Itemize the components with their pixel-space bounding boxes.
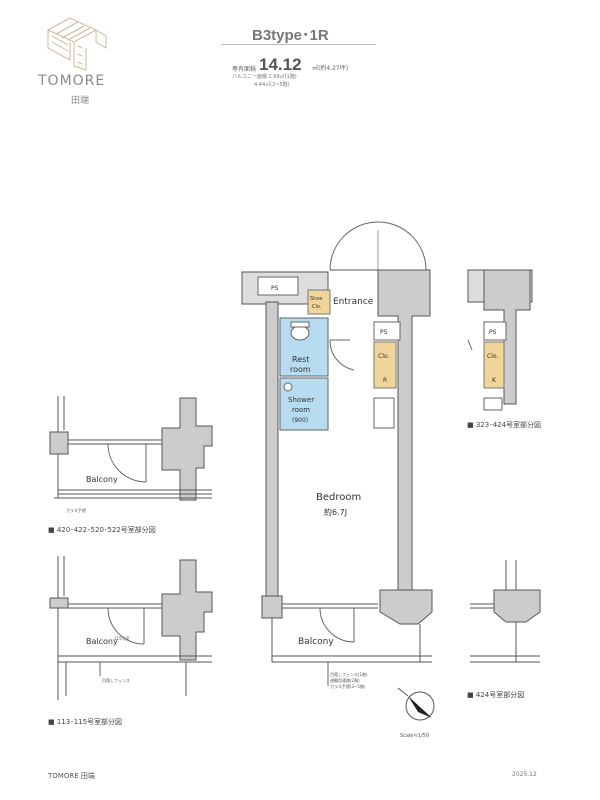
area-unit: ㎡(約4.27坪) — [312, 65, 349, 72]
balcony-area: バルコニー面積 2.99㎡(1階) 4.44㎡(2~5階) — [232, 73, 297, 89]
caption-a: ■ 420･422･520･522号室部分図 — [48, 526, 156, 534]
note-b3: ガラス手摺(3~5階) — [330, 683, 366, 689]
bedroom-label: Bedroom — [316, 492, 361, 503]
r-label: R — [383, 377, 387, 384]
caption-d: ■ 424号室部分図 — [467, 691, 525, 699]
right-wall — [377, 269, 431, 601]
area-label: 専有面積 — [232, 66, 257, 73]
left-wall — [265, 301, 279, 601]
restroom-label-1: Rest — [292, 355, 309, 364]
shoe-label-2: Clo. — [312, 304, 322, 310]
balcony-area-line-1: バルコニー面積 2.99㎡(1階) — [232, 74, 297, 80]
closet — [373, 341, 397, 389]
area-value: 14.12 — [259, 55, 302, 74]
brand-name: TOMORE — [38, 73, 106, 89]
k-label-c: K — [492, 377, 497, 384]
shoe-label-1: Shoe — [310, 296, 322, 302]
note-a: ガラス手摺 — [66, 507, 86, 513]
note-b1: 目隠しフェンス(1階) — [330, 671, 368, 677]
footer-date: 2025.12 — [512, 771, 537, 778]
partial-plan-d — [470, 560, 541, 663]
caption-b: ■ 113･115号室部分図 — [48, 718, 123, 726]
note-d: 115号室 — [114, 635, 130, 641]
bedroom-size: 約6.7J — [324, 507, 347, 517]
bottom-wall — [261, 595, 283, 619]
scale-label: Scale≒1/50 — [400, 733, 429, 739]
north-compass-icon — [397, 687, 435, 721]
balcony-label-b: Balcony — [86, 637, 118, 646]
shower-label-1: Shower — [288, 396, 314, 404]
clo-label: Clo. — [378, 353, 389, 360]
partial-plan-b: Balcony 115号室 目隠しフェンス — [49, 556, 213, 700]
entrance-label: Entrance — [333, 297, 374, 307]
restroom-label-2: room — [290, 365, 311, 374]
clo-label-c: Clo. — [487, 353, 498, 360]
note-c: 目隠しフェンス — [102, 677, 130, 683]
balcony-area-line-2: 4.44㎡(2~5階) — [254, 82, 290, 88]
balcony-label-main: Balcony — [298, 637, 334, 647]
ps-label-c: PS — [489, 329, 497, 336]
note-b2: 避難用通路(2階) — [330, 677, 360, 683]
footer-brand: TOMORE 田端 — [48, 772, 95, 780]
tomore-logo-icon — [46, 17, 107, 71]
ps-label-top: PS — [271, 285, 279, 292]
shoe-closet — [307, 289, 331, 315]
caption-c: ■ 323･424号室部分図 — [467, 421, 542, 429]
balcony-label-a: Balcony — [86, 475, 118, 484]
partial-plan-a: Balcony ガラス手摺 — [49, 396, 213, 513]
title-divider — [221, 44, 376, 45]
partial-plan-c: PS Clo. K — [467, 269, 533, 411]
shower-label-2: room — [292, 406, 310, 414]
ps-label-right: PS — [380, 329, 388, 336]
brand-sub: 田端 — [71, 96, 90, 106]
shower-label-3: (900) — [292, 417, 308, 424]
plan-title: B3type･1R — [252, 27, 329, 44]
